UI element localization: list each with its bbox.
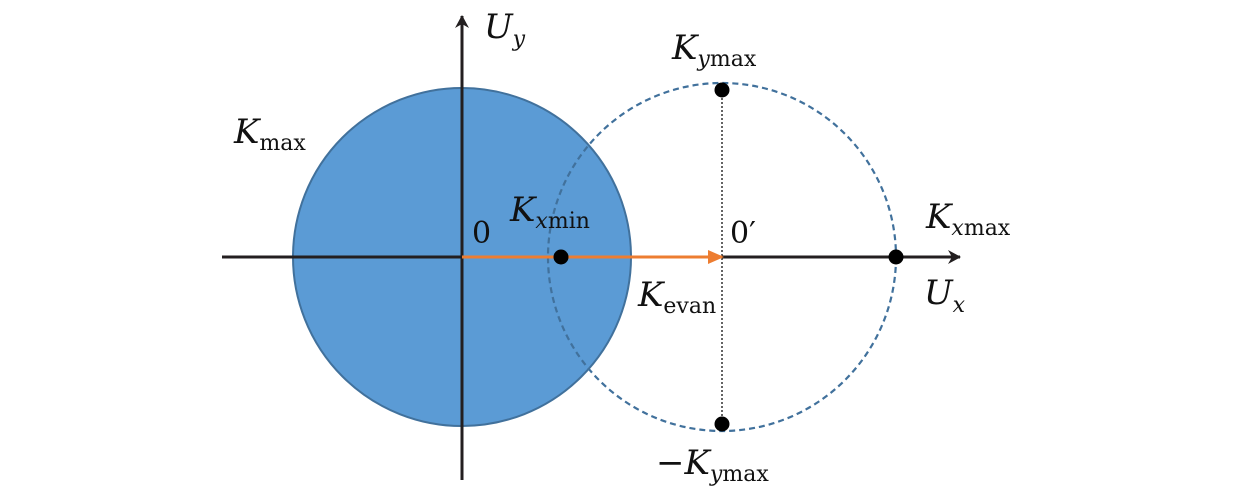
kxmin-point [553, 249, 569, 265]
neg-kymax-label: −Kymax [656, 443, 769, 487]
kmax-label: Kmax [233, 112, 306, 156]
kxmin-label: Kxmin [509, 190, 590, 234]
kxmax-label: Kxmax [925, 197, 1011, 241]
kymax-label: Kymax [671, 28, 757, 72]
origin-prime-label: 0′ [730, 216, 756, 251]
kymax-point [714, 82, 730, 98]
ux-label: Ux [924, 273, 966, 318]
uy-label: Uy [484, 7, 526, 52]
kevan-label: Kevan [637, 275, 716, 319]
neg-kymax-point [714, 416, 730, 432]
origin-label: 0 [472, 216, 491, 251]
kxmax-point [888, 249, 904, 265]
